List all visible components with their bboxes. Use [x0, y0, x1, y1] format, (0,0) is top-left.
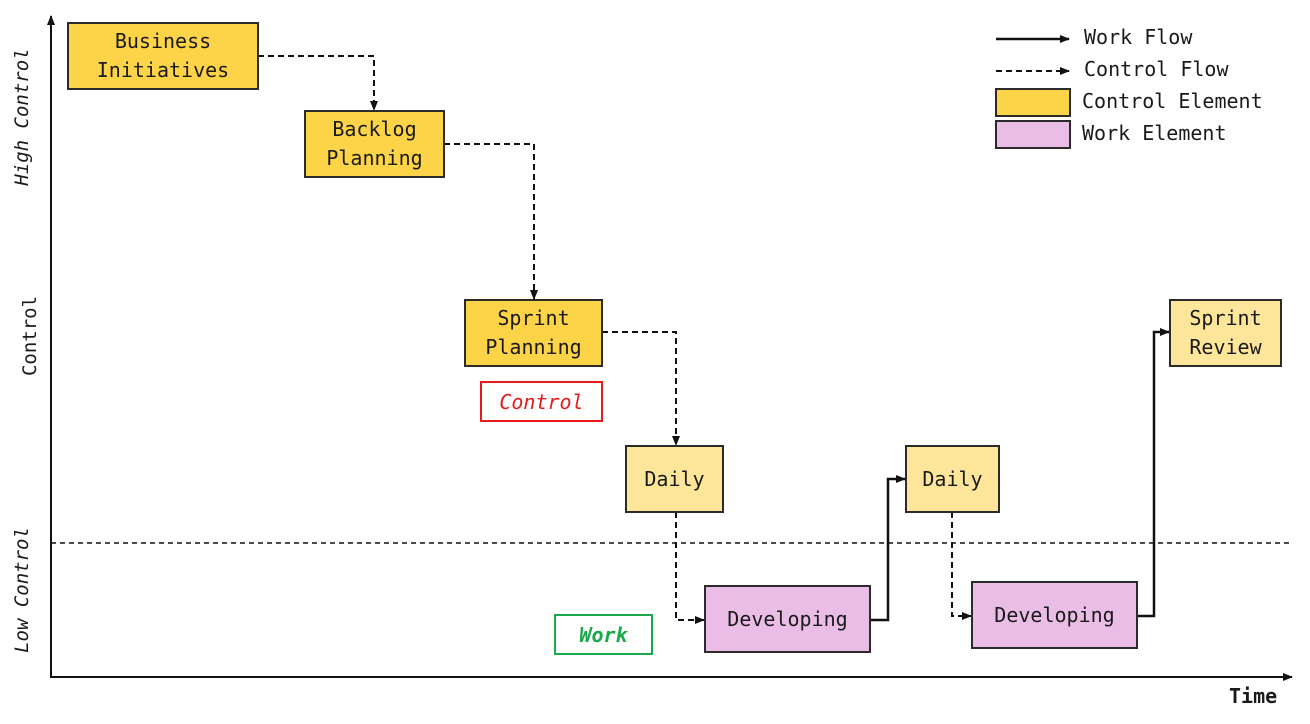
y-high-label: High Control — [11, 48, 33, 186]
node-backlog-planning: Backlog Planning — [304, 110, 445, 178]
node-developing-1: Developing — [704, 585, 871, 653]
legend-work-flow-label: Work Flow — [1084, 25, 1193, 49]
y-axis-label: Control — [19, 295, 41, 377]
node-business-initiatives: Business Initiatives — [67, 22, 259, 90]
y-low-label: Low Control — [11, 527, 33, 653]
node-sprint-planning: Sprint Planning — [464, 299, 603, 367]
legend-work-element-label: Work Element — [1082, 121, 1227, 145]
control-flow-daily-to-developing-1 — [675, 512, 705, 624]
work-tag: Work — [554, 614, 653, 655]
legend-control-flow-label: Control Flow — [1084, 57, 1229, 81]
x-axis-label: Time — [1229, 684, 1278, 708]
node-developing-2: Developing — [971, 581, 1138, 649]
work-flow-developing-to-daily — [870, 475, 906, 622]
legend-control-element-label: Control Element — [1082, 89, 1263, 113]
work-flow-developing-to-sprint-review — [1137, 328, 1170, 618]
control-flow-daily-to-developing-2 — [951, 512, 972, 620]
legend-work-element-swatch — [995, 120, 1071, 149]
control-flow-sprint-planning-to-daily — [602, 331, 680, 446]
node-daily-1: Daily — [625, 445, 724, 513]
control-flow-business-to-backlog — [258, 55, 378, 111]
control-flow-backlog-to-sprint-planning — [444, 143, 538, 300]
control-tag: Control — [480, 381, 603, 422]
node-sprint-review: Sprint Review — [1169, 299, 1282, 367]
legend-control-element-swatch — [995, 88, 1071, 117]
node-daily-2: Daily — [905, 445, 1000, 513]
